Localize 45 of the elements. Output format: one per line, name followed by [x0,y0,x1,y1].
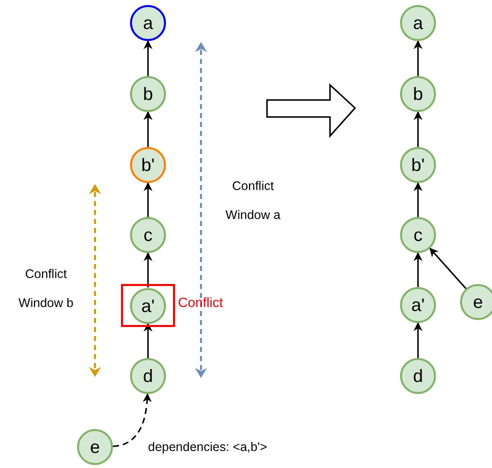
arrow [414,111,422,147]
node-label: e [90,438,100,456]
node-label: a' [411,296,425,314]
node-circle [400,358,436,394]
node-label: a [142,14,153,32]
arrow [414,322,422,358]
highlight-box [121,284,175,327]
node-circle [130,147,166,183]
arrow [144,111,152,147]
node-label: d [142,367,153,385]
arrow [112,393,152,448]
node-caption: Conflict [178,295,224,310]
node-label: b' [411,156,425,174]
node-circle [130,5,166,41]
node-circle [400,5,436,41]
node-circle [400,287,436,323]
node-label: e [472,293,483,311]
arrow [144,182,152,217]
annotation-text: Conflict Window a [224,178,282,224]
arrow [414,182,422,217]
arrow [144,252,152,288]
node-circle [400,217,436,253]
node-circle [130,217,166,253]
node-circle [130,288,166,324]
node-circle [460,284,492,320]
node-label: a [412,14,423,32]
node-circle [77,429,113,465]
annotation-text: Conflict Window b [18,266,74,312]
node-circle [130,76,166,112]
arrow [429,248,467,290]
node-circle [400,76,436,112]
arrow [414,252,422,287]
node-label: d [412,367,423,385]
arrow [144,40,152,76]
node-label: c [144,226,152,244]
node-label: a' [141,296,155,314]
annotation-text: dependencies: <a,b'> [148,440,268,454]
node-label: b [412,85,423,103]
arrow [144,322,152,358]
node-label: b [142,85,153,103]
arrow [414,40,422,76]
node-circle [130,358,166,394]
node-circle [400,147,436,183]
node-label: b' [141,156,155,174]
node-label: c [414,226,422,244]
